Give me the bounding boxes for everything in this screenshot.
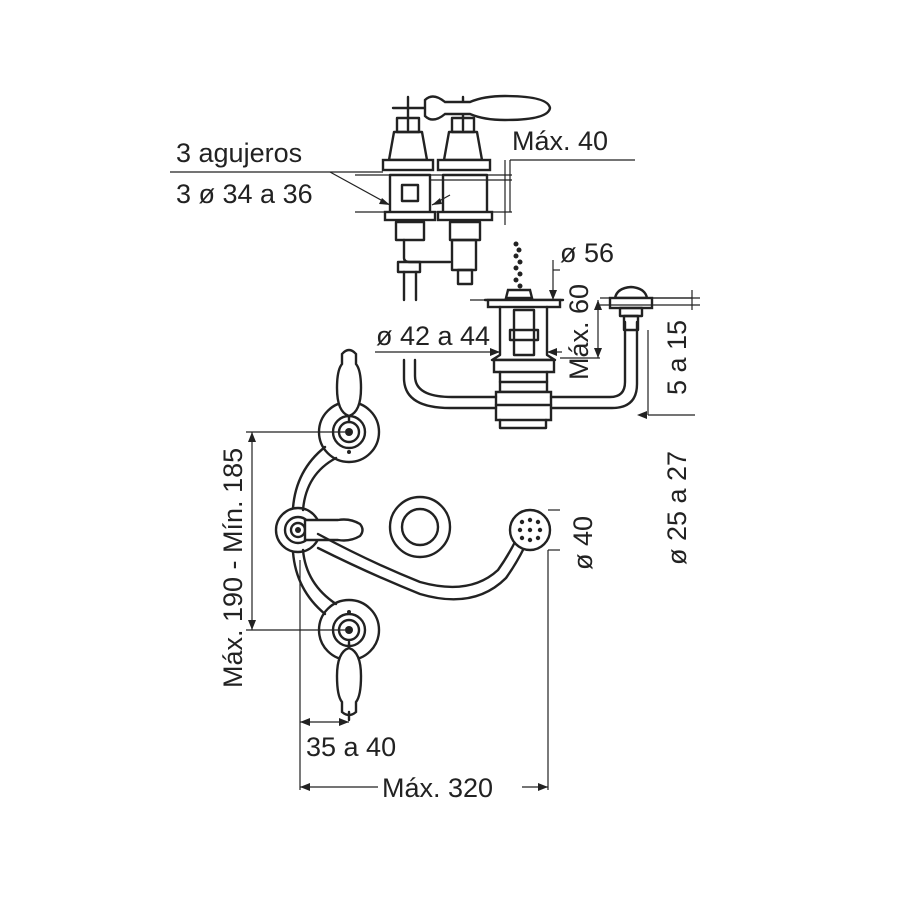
label-range-5-15: 5 a 15 [662,320,692,395]
shower-head-holes [517,517,543,543]
label-max-320: Máx. 320 [382,773,493,803]
label-max-40-top: Máx. 40 [512,126,608,156]
plug-chain [513,241,523,289]
label-holes-diameter: 3 ø 34 a 36 [176,179,313,209]
label-diameter-40: ø 40 [568,516,598,570]
dimension-labels: 3 agujeros 3 ø 34 a 36 Máx. 40 ø 56 Máx.… [176,126,692,803]
label-height-190-185: Máx. 190 - Mín. 185 [218,448,248,688]
tap-plan-view [274,348,552,722]
label-max-60: Máx. 60 [564,284,594,380]
label-diameter-42-44: ø 42 a 44 [376,321,490,351]
dimension-lines [170,160,695,791]
label-holes-title: 3 agujeros [176,138,302,168]
label-diameter-56: ø 56 [560,238,614,268]
label-offset-35-40: 35 a 40 [306,732,396,762]
waste-assembly [402,241,700,430]
label-diameter-25-27: ø 25 a 27 [662,451,692,565]
tap-side-elevation [355,94,635,302]
